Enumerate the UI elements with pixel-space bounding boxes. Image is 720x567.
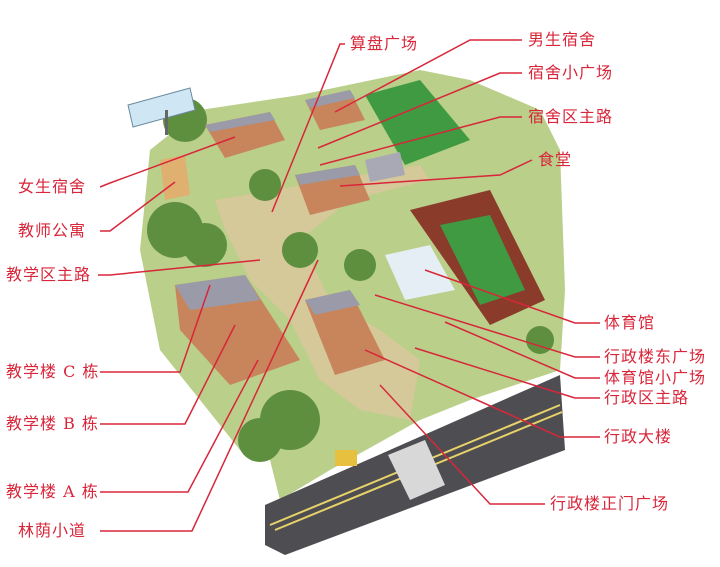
label-teaching-b: 教学楼 B 栋 [6, 414, 99, 433]
label-canteen: 食堂 [538, 150, 573, 169]
label-teaching-c: 教学楼 C 栋 [6, 362, 100, 381]
football-field [440, 215, 525, 305]
leader-dorm-small-square [317, 72, 522, 149]
small-sign [335, 450, 357, 466]
leader-admin-east-square [374, 294, 600, 358]
leader-female-dorm [99, 136, 236, 188]
leader-admin-building [364, 349, 600, 438]
leader-canteen [339, 159, 533, 187]
dorm-sports-field [365, 80, 470, 165]
leader-gym-small-square [444, 321, 600, 379]
leader-gym [424, 269, 600, 324]
leader-teaching-b [100, 324, 236, 425]
leader-teacher-apartment [100, 181, 176, 232]
label-admin-main-road: 行政区主路 [604, 388, 690, 407]
label-admin-east-square: 行政楼东广场 [604, 347, 707, 366]
label-admin-building: 行政大楼 [604, 427, 673, 446]
label-teaching-main-road: 教学区主路 [6, 265, 92, 284]
leader-admin-main-road [414, 347, 600, 399]
road-sign [127, 87, 357, 466]
label-dorm-small-square: 宿舍小广场 [528, 63, 614, 82]
label-shaded-path: 林荫小道 [18, 521, 87, 540]
label-teacher-apartment: 教师公寓 [18, 221, 87, 240]
label-male-dorm: 男生宿舍 [528, 30, 597, 49]
label-admin-front-square: 行政楼正门广场 [550, 494, 670, 513]
leader-teaching-a [100, 359, 259, 493]
label-abacus-square: 算盘广场 [350, 34, 419, 53]
label-gym-small-square: 体育馆小广场 [604, 368, 707, 387]
leader-lines [98, 39, 600, 532]
label-gym: 体育馆 [604, 313, 656, 332]
leader-male-dorm [334, 39, 522, 113]
leader-dorm-main-road [319, 116, 522, 166]
crosswalk [388, 440, 445, 500]
label-dorm-main-road: 宿舍区主路 [528, 107, 614, 126]
leader-shaded-path [100, 259, 319, 532]
buildings [160, 90, 455, 385]
trees [147, 98, 554, 462]
label-female-dorm: 女生宿舍 [18, 177, 87, 196]
leader-teaching-main-road [98, 259, 261, 276]
label-teaching-a: 教学楼 A 栋 [6, 482, 99, 501]
leader-teaching-c [100, 284, 211, 373]
leader-admin-front-square [379, 384, 545, 505]
leader-abacus-square [271, 43, 345, 213]
